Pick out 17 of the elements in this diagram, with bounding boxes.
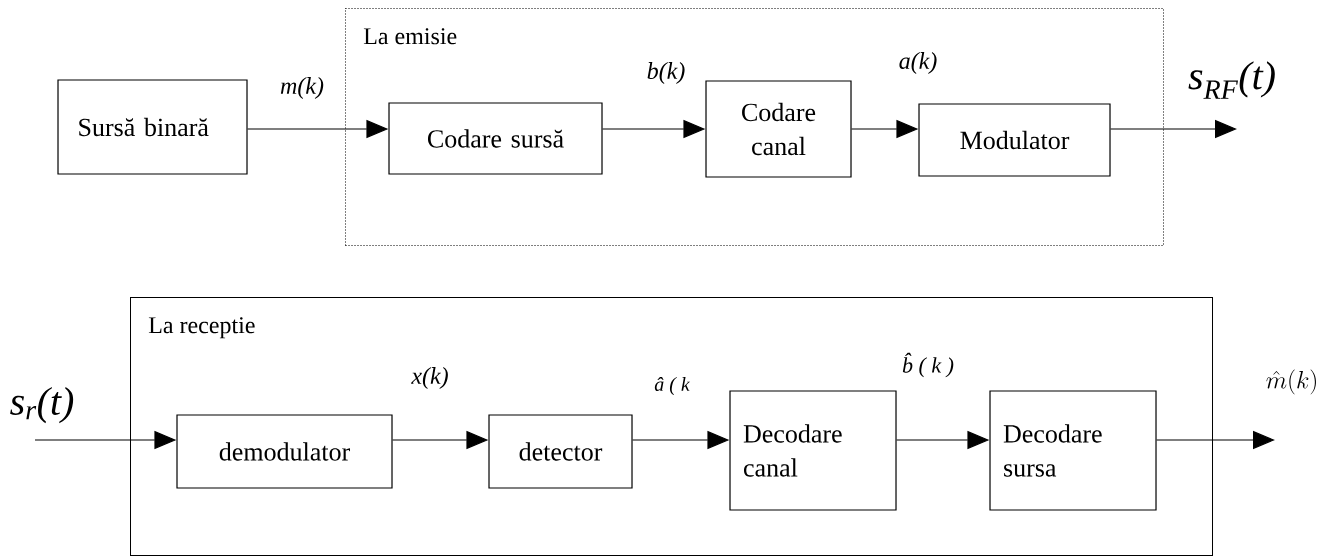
process-box: Codare sursă bbox=[388, 102, 603, 175]
edge-label: â ( k bbox=[654, 376, 691, 396]
process-box: Codare canal bbox=[705, 80, 852, 178]
edge-label: b(k) bbox=[647, 62, 685, 84]
edge-label: $\hat{m}(k)$ bbox=[1266, 369, 1316, 395]
process-box: Decodare canal bbox=[729, 390, 897, 511]
edge-label: b̂ ( k ) bbox=[902, 352, 954, 378]
edge-label: m(k) bbox=[280, 77, 324, 99]
process-box: Sursă binară bbox=[57, 79, 248, 175]
process-box: demodulator bbox=[176, 414, 393, 489]
edge-label: s$_{RF}$(t) bbox=[1188, 61, 1275, 99]
edge-label: s$_{r}$(t) bbox=[10, 386, 74, 424]
process-box: Modulator bbox=[918, 103, 1111, 177]
edge-label: x(k) bbox=[411, 367, 448, 389]
process-box: Decodare sursa bbox=[989, 390, 1157, 511]
edge-label: a(k) bbox=[899, 52, 937, 74]
process-box: detector bbox=[488, 414, 633, 489]
